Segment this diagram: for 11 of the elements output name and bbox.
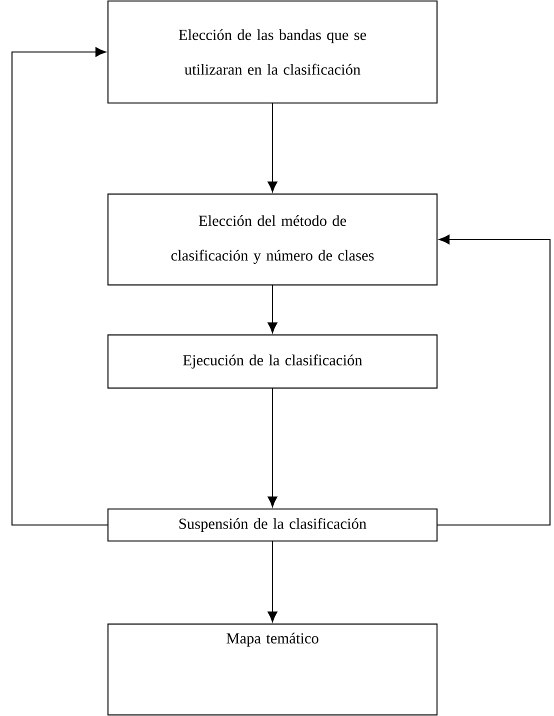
arrow <box>438 234 551 526</box>
arrow <box>268 104 278 192</box>
process-box: Elección de las bandas que se utilizaran en la clasificación <box>107 0 438 104</box>
process-box: Suspensión de la clasificación <box>107 508 438 542</box>
arrow <box>11 47 108 526</box>
arrow <box>268 542 278 622</box>
arrow <box>268 388 278 508</box>
arrow <box>268 286 278 334</box>
process-box: Mapa temático <box>107 624 438 716</box>
process-box: Ejecución de la clasificación <box>107 334 438 389</box>
process-box: Elección del método de clasificación y número de clases <box>107 194 438 286</box>
